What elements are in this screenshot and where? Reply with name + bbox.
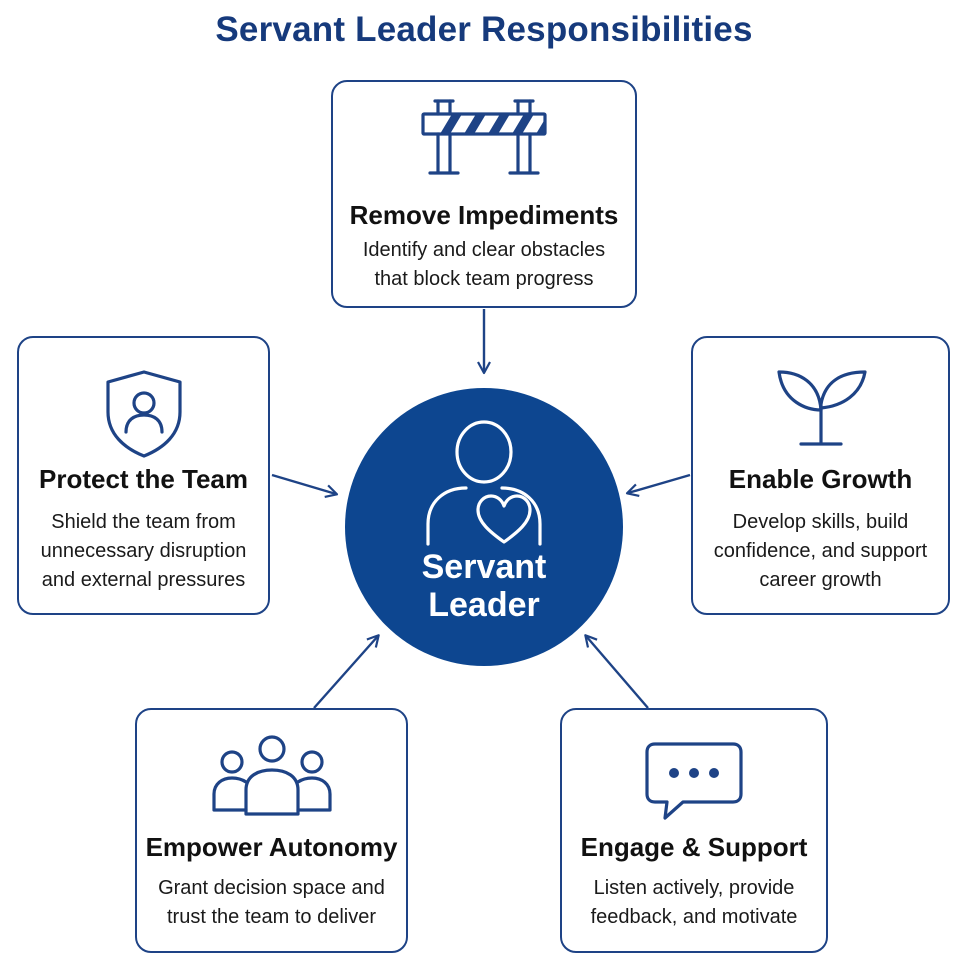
team-icon xyxy=(137,732,406,818)
card-description: Grant decision space and trust the team … xyxy=(158,877,385,928)
sprout-icon xyxy=(693,364,948,450)
chat-bubble-icon xyxy=(562,740,826,822)
card-heading: Remove Impediments xyxy=(349,200,619,230)
card-protect-the-team: Protect the Team Shield the team from un… xyxy=(17,336,270,615)
card-description: Listen actively, provide feedback, and m… xyxy=(590,877,798,928)
card-remove-impediments: Remove Impediments Identify and clear ob… xyxy=(331,80,637,308)
shield-person-icon xyxy=(19,368,268,460)
card-description: Develop skills, build confidence, and su… xyxy=(713,511,928,591)
card-description: Identify and clear obstacles that block … xyxy=(362,239,606,290)
page-title: Servant Leader Responsibilities xyxy=(215,10,753,49)
arrow-left xyxy=(271,473,339,498)
person-heart-icon xyxy=(426,420,542,546)
card-heading: Engage & Support xyxy=(580,832,808,862)
card-description: Shield the team from unnecessary disrupt… xyxy=(40,511,247,591)
arrow-right xyxy=(625,473,691,498)
arrow-bottom-left xyxy=(313,634,380,709)
card-heading: Protect the Team xyxy=(38,464,248,494)
center-label: Servant Leader xyxy=(421,548,547,624)
card-heading: Enable Growth xyxy=(728,464,913,494)
card-empower-autonomy: Empower Autonomy Grant decision space an… xyxy=(135,708,408,953)
barrier-icon xyxy=(333,96,635,178)
card-heading: Empower Autonomy xyxy=(145,832,398,862)
card-enable-growth: Enable Growth Develop skills, build conf… xyxy=(691,336,950,615)
card-engage-support: Engage & Support Listen actively, provid… xyxy=(560,708,828,953)
arrow-bottom-right xyxy=(584,634,649,709)
